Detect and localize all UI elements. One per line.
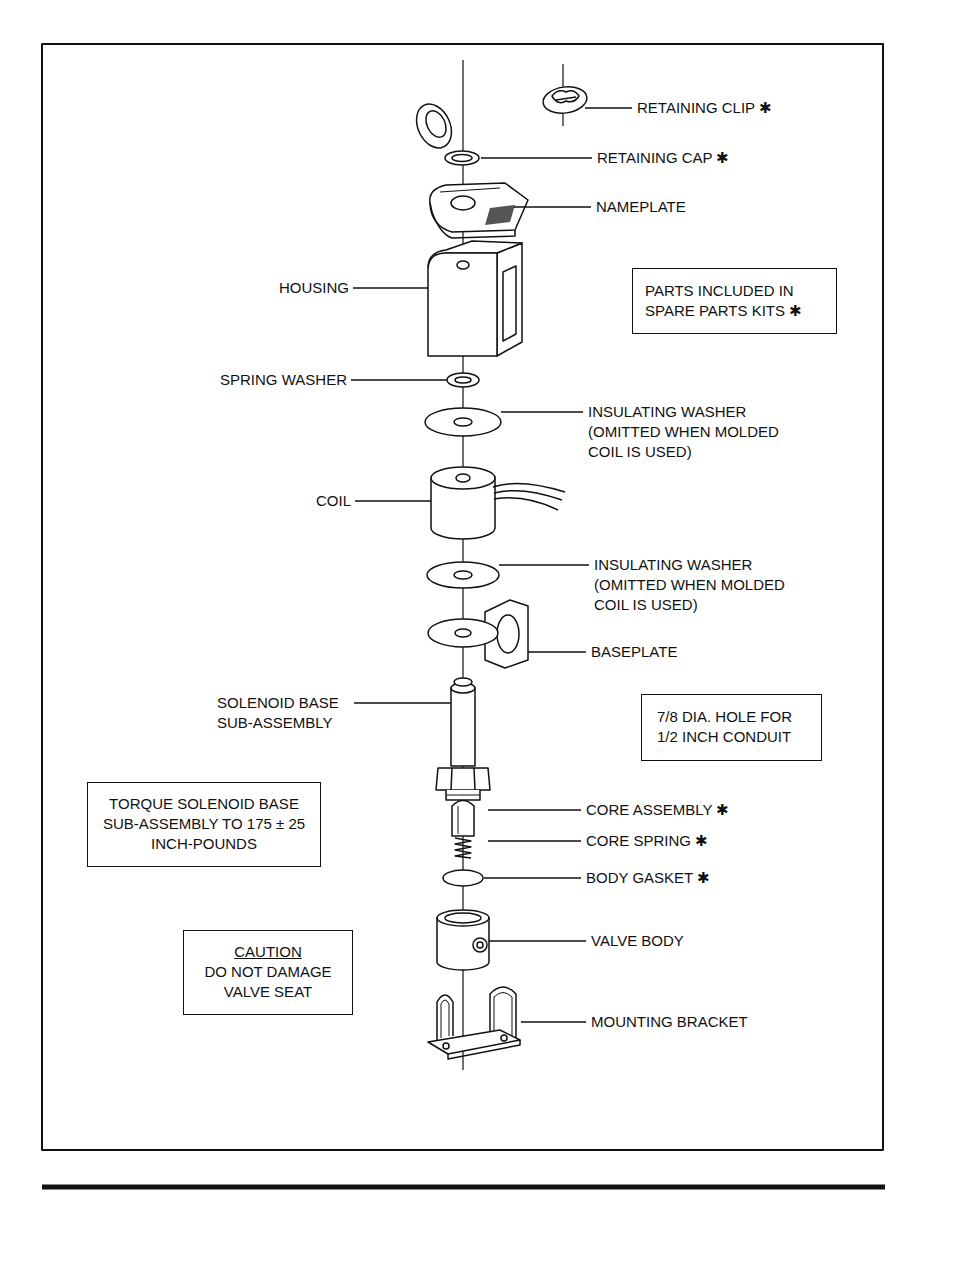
note-text: PARTS INCLUDED IN SPARE PARTS KITS ✱ <box>645 281 824 321</box>
part-label: HOUSING <box>279 278 349 298</box>
retaining-cap <box>410 98 479 165</box>
part-label: NAMEPLATE <box>596 197 686 217</box>
note-text: TORQUE SOLENOID BASE SUB-ASSEMBLY TO 175… <box>100 794 308 854</box>
insulating-washer <box>425 408 501 436</box>
insulating-washer <box>427 562 499 588</box>
part-label: RETAINING CLIP ✱ <box>637 98 772 118</box>
solenoid-base <box>436 678 490 800</box>
baseplate <box>428 600 528 668</box>
part-label: BODY GASKET ✱ <box>586 868 710 888</box>
part-label: CORE ASSEMBLY ✱ <box>586 800 729 820</box>
note-box: PARTS INCLUDED IN SPARE PARTS KITS ✱ <box>632 268 837 334</box>
mounting-bracket <box>428 987 520 1059</box>
footer-rule <box>42 1185 885 1190</box>
note-text: 7/8 DIA. HOLE FOR 1/2 INCH CONDUIT <box>657 707 806 747</box>
part-label: COIL <box>316 491 351 511</box>
part-label: INSULATING WASHER (OMITTED WHEN MOLDED C… <box>588 402 803 462</box>
part-label: INSULATING WASHER (OMITTED WHEN MOLDED C… <box>594 555 809 615</box>
core-spring <box>455 838 471 858</box>
part-label: SOLENOID BASE SUB-ASSEMBLY <box>217 693 352 733</box>
retaining-clip <box>541 84 588 116</box>
note-box: 7/8 DIA. HOLE FOR 1/2 INCH CONDUIT <box>641 694 822 761</box>
part-label: BASEPLATE <box>591 642 677 662</box>
coil <box>431 467 565 539</box>
nameplate <box>430 183 528 238</box>
caution-box: CAUTIONDO NOT DAMAGE VALVE SEAT <box>183 930 353 1015</box>
part-label: CORE SPRING ✱ <box>586 831 708 851</box>
core-assembly <box>452 801 474 837</box>
note-box: TORQUE SOLENOID BASE SUB-ASSEMBLY TO 175… <box>87 782 321 867</box>
caution-heading: CAUTION <box>198 942 338 962</box>
note-text: DO NOT DAMAGE VALVE SEAT <box>198 962 338 1002</box>
part-label: MOUNTING BRACKET <box>591 1012 748 1032</box>
part-label: VALVE BODY <box>591 931 684 951</box>
frame <box>42 44 883 1150</box>
housing <box>428 241 522 356</box>
valve-body <box>437 910 489 970</box>
body-gasket <box>443 870 483 886</box>
part-label: RETAINING CAP ✱ <box>597 148 729 168</box>
spring-washer <box>447 373 479 387</box>
part-label: SPRING WASHER <box>220 370 347 390</box>
